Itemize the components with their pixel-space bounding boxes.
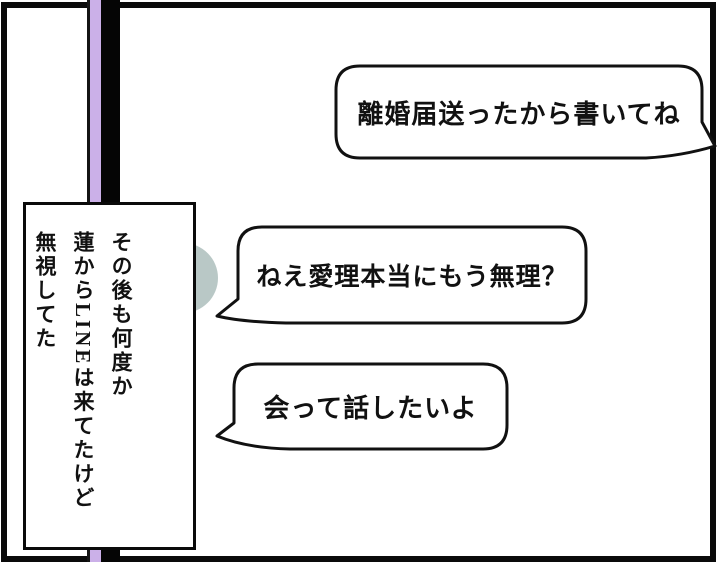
narration-box: その後も何度か 蓮からLINEは来てたけど 無視してた: [23, 202, 196, 550]
narration-text: その後も何度か 蓮からLINEは来てたけど 無視してた: [33, 231, 133, 511]
received-bubble-2-outline: [215, 362, 509, 451]
received-message-1-text: ねえ愛理本当にもう無理？: [256, 264, 568, 291]
received-message-2-text: 会って話したいよ: [263, 394, 478, 423]
sent-bubble-outline: [334, 64, 717, 160]
received-bubble-1-outline: [215, 225, 588, 325]
sent-message-text: 離婚届送ったから書いてね: [357, 99, 681, 129]
